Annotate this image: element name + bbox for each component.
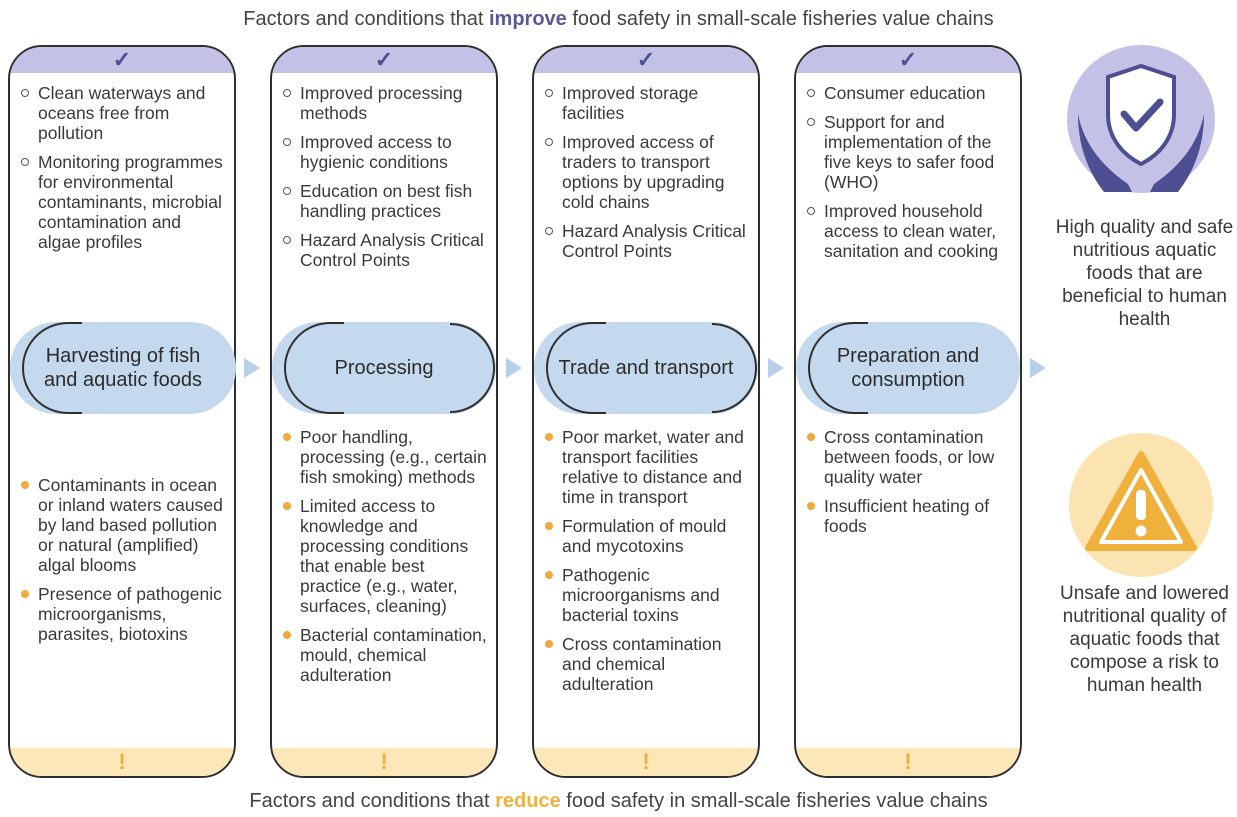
list-item: Improved storage facilities — [544, 83, 750, 123]
top-title-keyword: improve — [489, 8, 567, 30]
top-title-suffix: food safety in small-scale fisheries val… — [566, 8, 994, 30]
arrow-right-icon — [768, 358, 784, 378]
top-title-prefix: Factors and conditions that — [243, 8, 489, 30]
list-item: Limited access to knowledge and processi… — [282, 496, 488, 616]
bottom-title: Factors and conditions that reduce food … — [0, 790, 1237, 813]
stage-label: Harvesting of fish and aquatic foods — [44, 345, 202, 391]
improve-list: Consumer education Support for and imple… — [806, 83, 1012, 270]
list-item: Improved access of traders to transport … — [544, 132, 750, 212]
check-icon: ✓ — [796, 47, 1020, 73]
list-item: Formulation of mould and mycotoxins — [544, 516, 750, 556]
stage-label: Preparation and consumption — [836, 345, 980, 391]
arrow-right-icon — [1030, 358, 1046, 378]
list-item: Consumer education — [806, 83, 1012, 103]
list-item: Hazard Analysis Critical Control Points — [544, 221, 750, 261]
good-outcome-text: High quality and safe nutritious aquatic… — [1055, 217, 1234, 330]
exclamation-icon: ! — [796, 748, 1020, 776]
improve-list: Clean waterways and oceans free from pol… — [20, 83, 226, 261]
list-item: Support for and implementation of the fi… — [806, 112, 1012, 192]
exclamation-icon: ! — [534, 748, 758, 776]
shield-check-hands-icon — [1067, 45, 1215, 193]
top-title: Factors and conditions that improve food… — [0, 8, 1237, 31]
list-item: Bacterial contamination, mould, chemical… — [282, 625, 488, 685]
stage-preparation: Preparation and consumption — [796, 322, 1020, 414]
check-icon: ✓ — [272, 47, 496, 73]
bottom-title-prefix: Factors and conditions that — [249, 790, 496, 812]
check-icon: ✓ — [534, 47, 758, 73]
list-item: Improved processing methods — [282, 83, 488, 123]
list-item: Contaminants in ocean or inland waters c… — [20, 475, 226, 575]
reduce-list: Poor handling, processing (e.g., certain… — [282, 427, 488, 694]
improve-list: Improved processing methods Improved acc… — [282, 83, 488, 279]
bottom-title-suffix: food safety in small-scale fisheries val… — [560, 790, 988, 812]
list-item: Monitoring programmes for environmental … — [20, 152, 226, 252]
bottom-title-keyword: reduce — [495, 790, 561, 812]
reduce-list: Cross contamination between foods, or lo… — [806, 427, 1012, 545]
list-item: Poor market, water and transport facilit… — [544, 427, 750, 507]
warning-triangle-icon — [1069, 433, 1213, 577]
list-item: Insufficient heating of foods — [806, 496, 1012, 536]
list-item: Improved access to hygienic conditions — [282, 132, 488, 172]
list-item: Cross contamination and chemical adulter… — [544, 634, 750, 694]
arrow-right-icon — [506, 358, 522, 378]
list-item: Poor handling, processing (e.g., certain… — [282, 427, 488, 487]
list-item: Pathogenic microorganisms and bacterial … — [544, 565, 750, 625]
list-item: Cross contamination between foods, or lo… — [806, 427, 1012, 487]
stage-label: Processing — [334, 357, 434, 379]
list-item: Education on best fish handling practice… — [282, 181, 488, 221]
list-item: Improved household access to clean water… — [806, 201, 1012, 261]
list-item: Presence of pathogenic microorganisms, p… — [20, 584, 226, 644]
exclamation-icon: ! — [10, 748, 234, 776]
bad-outcome-text: Unsafe and lowered nutritional quality o… — [1060, 583, 1229, 696]
exclamation-icon: ! — [272, 748, 496, 776]
improve-list: Improved storage facilities Improved acc… — [544, 83, 750, 270]
reduce-list: Poor market, water and transport facilit… — [544, 427, 750, 703]
arrow-right-icon — [244, 358, 260, 378]
reduce-list: Contaminants in ocean or inland waters c… — [20, 475, 226, 653]
list-item: Hazard Analysis Critical Control Points — [282, 230, 488, 270]
list-item: Clean waterways and oceans free from pol… — [20, 83, 226, 143]
check-icon: ✓ — [10, 47, 234, 73]
